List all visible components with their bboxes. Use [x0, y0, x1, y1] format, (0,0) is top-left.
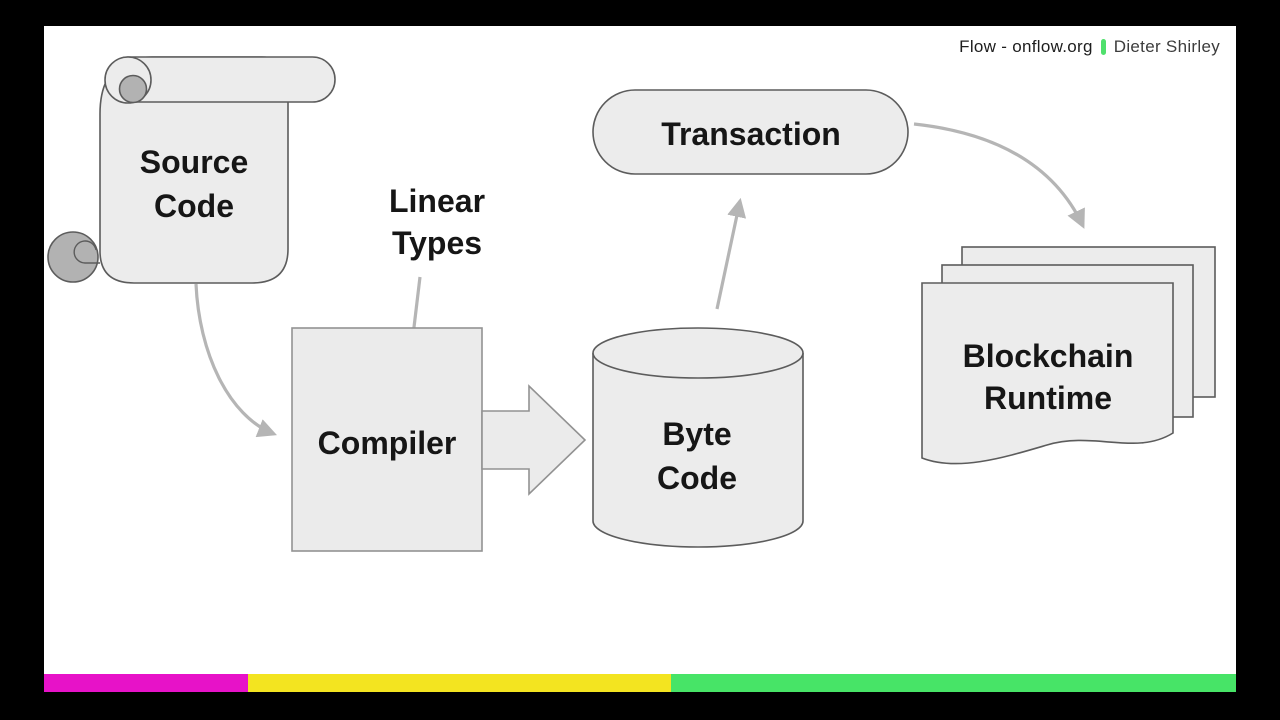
scroll-bottom-curl-spiral	[73, 240, 100, 264]
compiler-node: Compiler	[291, 327, 483, 552]
cylinder-body	[592, 353, 804, 548]
source-code-label-line2: Code	[154, 188, 234, 224]
byte-code-label-line2: Code	[657, 460, 737, 496]
byte-code-label-line1: Byte	[662, 416, 731, 452]
slide-credit: Flow - onflow.org Dieter Shirley	[959, 36, 1220, 58]
slide-canvas: Flow - onflow.org Dieter Shirley Source …	[44, 26, 1236, 692]
transaction-label: Transaction	[661, 116, 841, 152]
source-code-label-line1: Source	[140, 144, 248, 180]
transaction-pill	[592, 89, 909, 175]
credit-left-text: Flow - onflow.org	[959, 37, 1093, 56]
blockchain-runtime-node: Blockchain Runtime	[921, 246, 1216, 465]
footer-bar-magenta	[44, 674, 248, 692]
runtime-sheet-front	[921, 282, 1174, 465]
compiler-label: Compiler	[318, 425, 457, 461]
footer-bar-green	[671, 674, 1236, 692]
transaction-node: Transaction	[592, 89, 909, 175]
arrow-transaction-to-runtime	[913, 122, 1085, 229]
credit-separator-bar	[1100, 39, 1106, 55]
source-code-node: Source Code	[47, 56, 336, 284]
flow-compile-diagram: Source Code Linear Types Compiler Byte C…	[47, 56, 1216, 552]
linear-types-annotation: Linear Types	[389, 183, 485, 261]
arrow-source-to-compiler	[194, 283, 277, 438]
blockchain-runtime-label-line2: Runtime	[984, 380, 1112, 416]
credit-right-text: Dieter Shirley	[1113, 37, 1220, 56]
scroll-bottom-curl	[47, 231, 99, 283]
footer-color-bars	[44, 674, 1236, 692]
block-arrow-compiler-to-bytecode	[481, 384, 587, 496]
scroll-top-curl-inner	[118, 74, 148, 104]
byte-code-node: Byte Code	[592, 327, 804, 548]
footer-bar-yellow	[248, 674, 671, 692]
linear-types-label-line1: Linear	[389, 183, 485, 219]
blockchain-runtime-label-line1: Blockchain	[963, 338, 1134, 374]
cylinder-top	[592, 327, 804, 379]
linear-types-label-line2: Types	[392, 225, 482, 261]
compiler-box	[291, 327, 483, 552]
arrow-bytecode-to-transaction	[715, 197, 747, 310]
